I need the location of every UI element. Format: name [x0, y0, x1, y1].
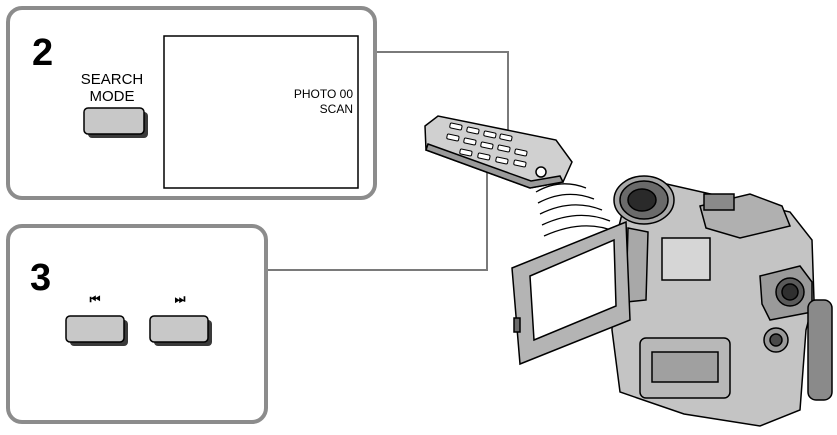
speaker-grille — [703, 193, 735, 211]
viewfinder-eyepiece — [781, 283, 799, 301]
control-dial-center — [769, 333, 783, 347]
next-button[interactable] — [149, 315, 212, 346]
remote-buttons-grid — [446, 122, 528, 168]
step2-number: 2 — [32, 32, 53, 74]
step3-panel-frame — [6, 224, 268, 424]
screen-scan-text: SCAN — [320, 102, 353, 116]
ir-signal-waves — [535, 183, 617, 237]
next-index-glyph: ⏭ — [175, 292, 186, 306]
connector-lines — [266, 51, 509, 271]
connector-step2 — [376, 51, 509, 140]
search-mode-label-line1: SEARCH — [81, 71, 144, 88]
search-mode-label-line2: MODE — [90, 88, 135, 105]
step3-number: 3 — [30, 257, 51, 299]
hand-strap — [807, 299, 833, 401]
camcorder — [511, 175, 833, 427]
remote-commander — [424, 115, 573, 189]
search-mode-button[interactable] — [83, 107, 148, 138]
lcd-screen — [163, 35, 359, 189]
lens-glass — [627, 188, 657, 212]
side-label-window — [661, 237, 711, 281]
prev-index-glyph: ⏮ — [90, 292, 101, 306]
remote-front-edge — [425, 143, 565, 189]
step3-panel: 3 ⏮ ⏭ — [6, 224, 268, 424]
previous-button[interactable] — [65, 315, 128, 346]
lcd-display — [529, 238, 617, 342]
screen-photo-counter: PHOTO 00 — [294, 87, 353, 101]
battery-slot — [651, 351, 719, 383]
remote-dial — [535, 166, 547, 178]
step2-panel: 2 SEARCH MODE PHOTO 00 SCAN — [6, 6, 377, 200]
connector-step3 — [266, 168, 488, 271]
lcd-side-button — [513, 317, 521, 333]
